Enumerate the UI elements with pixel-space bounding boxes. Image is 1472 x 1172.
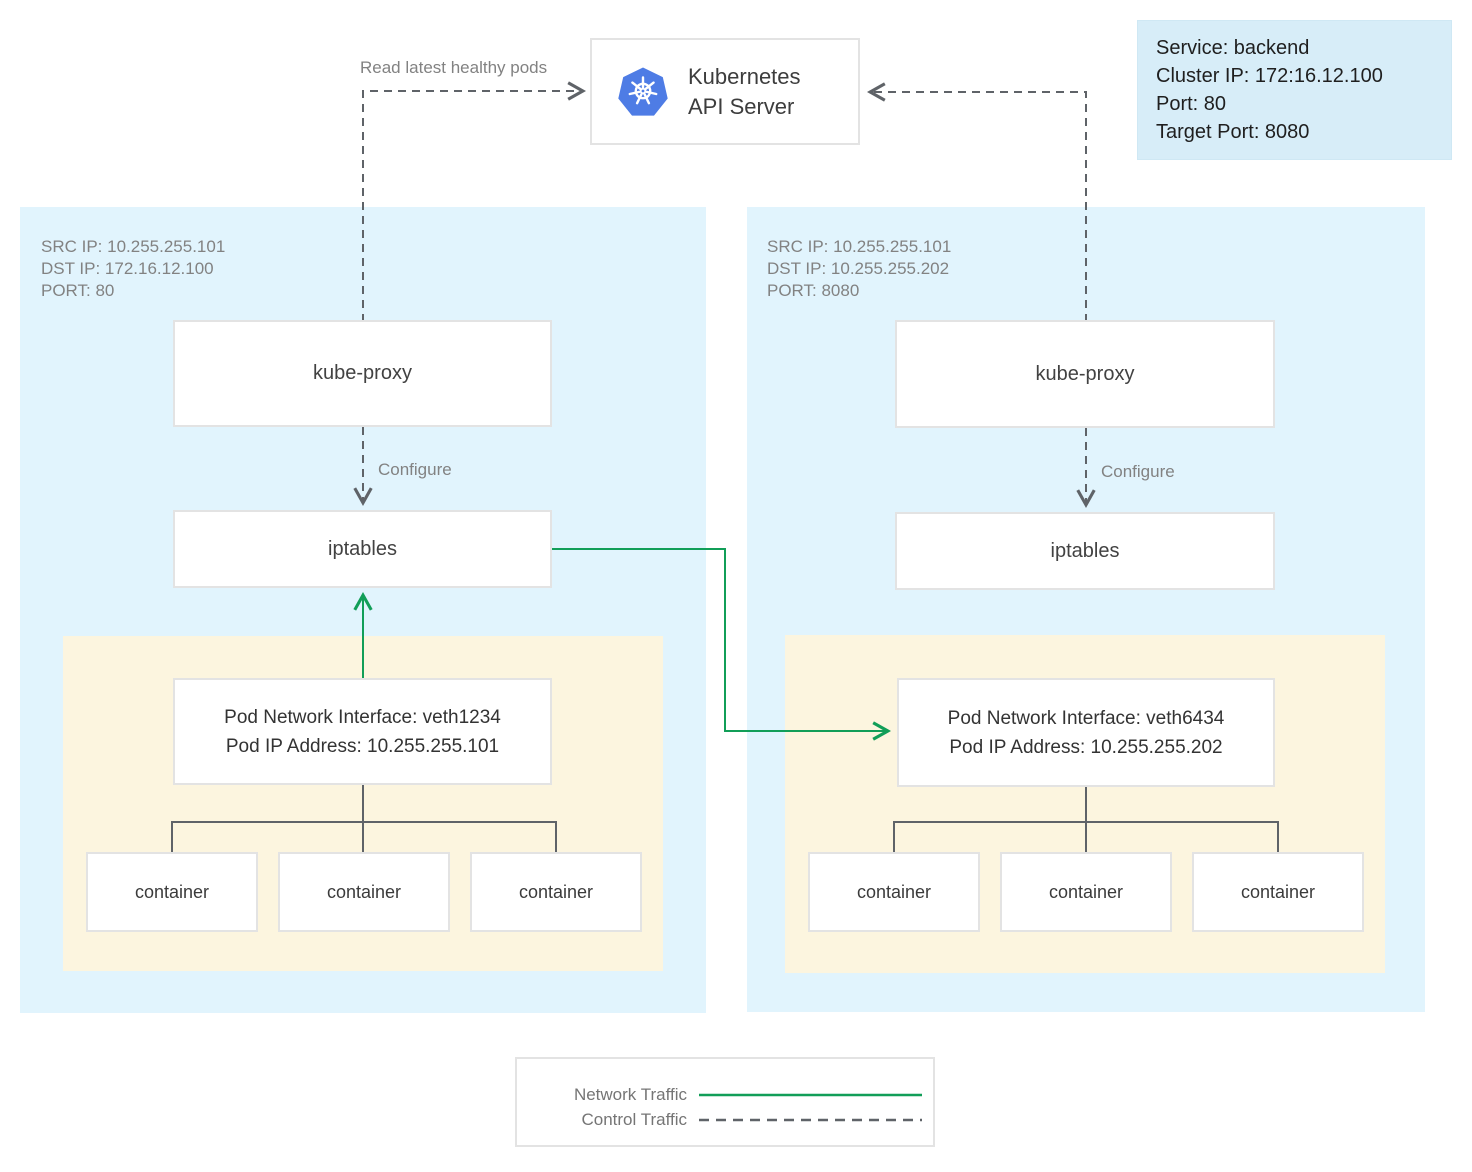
legend-line-samples bbox=[699, 1093, 922, 1122]
port-left: PORT: 80 bbox=[41, 281, 115, 300]
pod-interface-right-line1: Pod Network Interface: veth6434 bbox=[947, 707, 1225, 729]
service-target-port: Target Port: 8080 bbox=[1156, 121, 1310, 143]
iptables-label-left: iptables bbox=[328, 537, 397, 560]
container-box-right-1: container bbox=[808, 852, 980, 932]
pod-network-interface-box-right: Pod Network Interface: veth6434 Pod IP A… bbox=[897, 678, 1275, 787]
network-arrow-iptables-to-pod2 bbox=[552, 548, 892, 741]
pod-network-interface-box-left: Pod Network Interface: veth1234 Pod IP A… bbox=[173, 678, 552, 785]
container-label: container bbox=[518, 881, 594, 902]
container-label: container bbox=[134, 881, 210, 902]
control-arrow-right-kubeproxy-to-api bbox=[866, 82, 1087, 322]
legend-control-traffic-label: Control Traffic bbox=[581, 1110, 687, 1129]
legend-network-traffic-label: Network Traffic bbox=[573, 1085, 687, 1104]
iptables-label-right: iptables bbox=[1050, 539, 1120, 562]
kube-proxy-label-left: kube-proxy bbox=[313, 362, 412, 384]
service-name: Service: backend bbox=[1156, 37, 1310, 59]
iptables-box-right: iptables bbox=[895, 512, 1275, 590]
pod-interface-right-line2: Pod IP Address: 10.255.255.202 bbox=[949, 736, 1223, 758]
configure-label-right: Configure bbox=[1101, 462, 1175, 481]
kube-proxy-label-right: kube-proxy bbox=[1035, 362, 1135, 385]
service-cluster-ip: Cluster IP: 172:16.12.100 bbox=[1156, 65, 1383, 87]
container-label: container bbox=[326, 881, 402, 902]
src-ip-left: SRC IP: 10.255.255.101 bbox=[41, 237, 226, 256]
kubernetes-api-server-box: Kubernetes API Server bbox=[590, 38, 860, 145]
service-port: Port: 80 bbox=[1156, 93, 1227, 115]
src-ip-right: SRC IP: 10.255.255.101 bbox=[767, 237, 952, 256]
container-box-left-3: container bbox=[470, 852, 642, 932]
api-server-label: Kubernetes API Server bbox=[688, 63, 801, 119]
container-box-right-3: container bbox=[1192, 852, 1364, 932]
pod-right-container-connector bbox=[893, 787, 1279, 852]
kube-proxy-box-left: kube-proxy bbox=[173, 320, 552, 427]
port-right: PORT: 8080 bbox=[767, 281, 860, 300]
container-label: container bbox=[1240, 881, 1316, 902]
control-arrow-left-kubeproxy-to-api bbox=[362, 81, 587, 322]
container-box-left-2: container bbox=[278, 852, 450, 932]
service-info-box: Service: backend Cluster IP: 172:16.12.1… bbox=[1137, 20, 1452, 160]
kube-proxy-box-right: kube-proxy bbox=[895, 320, 1275, 428]
configure-label-left: Configure bbox=[378, 460, 452, 479]
pod-interface-left-line2: Pod IP Address: 10.255.255.101 bbox=[225, 735, 500, 757]
kubernetes-logo-icon bbox=[618, 67, 668, 117]
container-box-left-1: container bbox=[86, 852, 258, 932]
dst-ip-right: DST IP: 10.255.255.202 bbox=[767, 259, 950, 278]
pod-interface-left-line1: Pod Network Interface: veth1234 bbox=[224, 706, 501, 728]
pod-left-container-connector bbox=[171, 785, 557, 852]
read-latest-healthy-pods-label: Read latest healthy pods bbox=[360, 58, 548, 77]
node-left-header: SRC IP: 10.255.255.101 DST IP: 172.16.12… bbox=[41, 236, 225, 302]
dst-ip-left: DST IP: 172.16.12.100 bbox=[41, 259, 214, 278]
iptables-box-left: iptables bbox=[173, 510, 552, 588]
legend-box: Network Traffic Control Traffic bbox=[515, 1057, 935, 1147]
container-box-right-2: container bbox=[1000, 852, 1172, 932]
node-right-header: SRC IP: 10.255.255.101 DST IP: 10.255.25… bbox=[767, 236, 951, 302]
container-label: container bbox=[1048, 881, 1124, 902]
container-label: container bbox=[856, 881, 932, 902]
